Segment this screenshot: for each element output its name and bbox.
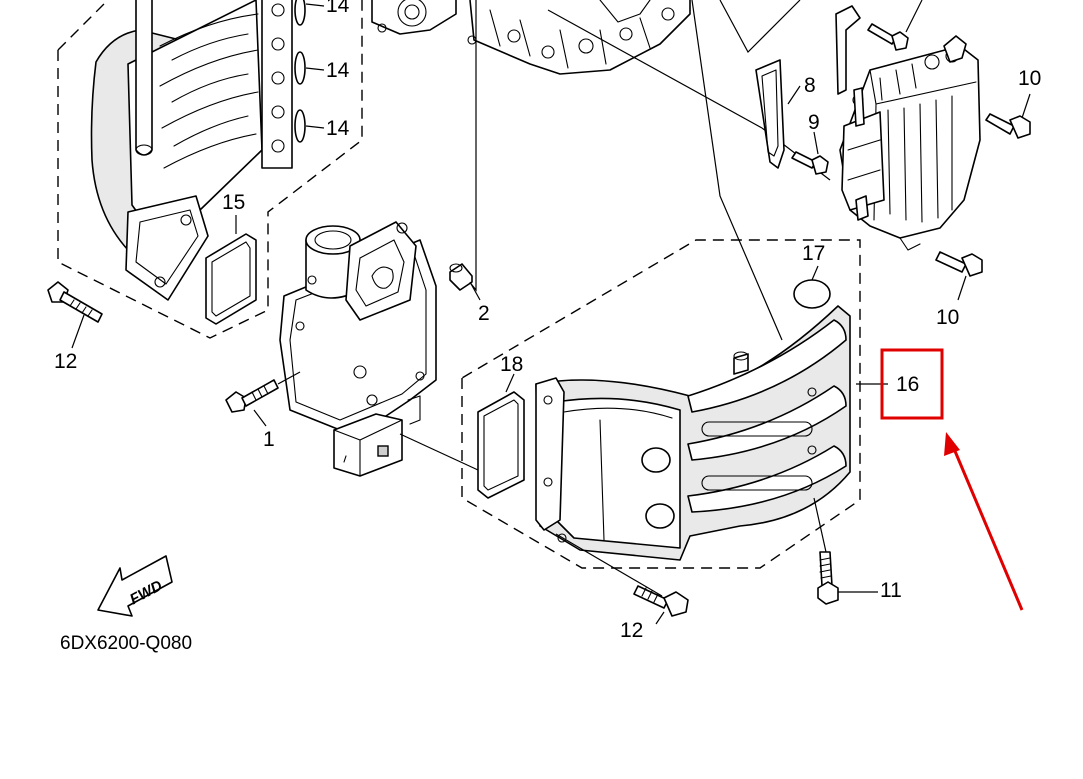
highlight-box [880, 348, 944, 420]
callout-14: 14 [326, 117, 350, 140]
callout-16: 16 [896, 373, 919, 396]
callout-9: 9 [808, 111, 820, 134]
callout-12: 12 [620, 619, 643, 642]
callout-17: 17 [802, 242, 825, 265]
callout-12: 12 [54, 350, 77, 373]
highlight-arrow-icon [944, 432, 1024, 611]
callout-1: 1 [263, 428, 275, 451]
vapor-separator-assembly [755, 0, 1031, 301]
bolt-12-bottom [633, 585, 689, 625]
collar-2 [449, 263, 481, 301]
callout-15: 15 [222, 191, 245, 214]
callout-18: 18 [500, 353, 523, 376]
fwd-arrow-icon: FWD [97, 555, 173, 617]
bolt-12-left [47, 281, 103, 349]
callout-11: 11 [880, 579, 902, 602]
diagram-code: 6DX6200-Q080 [60, 633, 192, 654]
callout-10: 10 [936, 306, 959, 329]
callout-14: 14 [326, 59, 350, 82]
powerhead-block [371, 0, 691, 75]
callout-10: 10 [1018, 67, 1041, 90]
callout-2: 2 [478, 302, 490, 325]
throttle-body-assembly [279, 221, 437, 477]
bolt-11 [817, 551, 878, 605]
intake-manifold-assembly [57, 0, 363, 339]
callout-8: 8 [804, 74, 816, 97]
bolt-1 [225, 371, 301, 427]
cover-16-assembly [399, 239, 888, 597]
callout-14: 14 [326, 0, 350, 17]
